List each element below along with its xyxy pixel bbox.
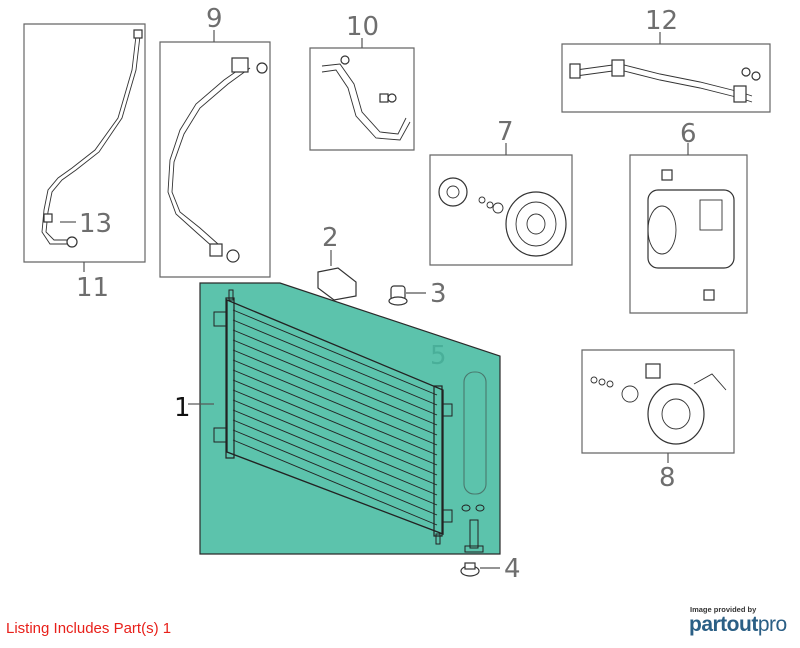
- pipe-box-part-12[interactable]: [561, 43, 771, 113]
- callout-4: 4: [504, 554, 521, 584]
- callout-6: 6: [680, 119, 697, 149]
- compressor-box-part-6[interactable]: [629, 154, 748, 314]
- callout-3: 3: [430, 279, 447, 309]
- clutch-box-part-7[interactable]: [429, 154, 573, 266]
- callout-9: 9: [206, 4, 223, 34]
- callout-2: 2: [322, 223, 339, 253]
- bolt-part-4-assembly[interactable]: [461, 504, 485, 553]
- plug-part-4[interactable]: [460, 562, 480, 577]
- callout-7: 7: [497, 117, 514, 147]
- bracket-part-2[interactable]: [317, 267, 357, 301]
- callout-5: 5: [430, 341, 447, 371]
- hose-box-part-10[interactable]: [309, 47, 415, 151]
- brand-logo-part2: pro: [757, 613, 787, 636]
- callout-12: 12: [645, 6, 678, 36]
- callout-10: 10: [346, 12, 379, 42]
- listing-note: Listing Includes Part(s) 1: [6, 620, 172, 637]
- callout-8: 8: [659, 463, 676, 493]
- brand-logo: partoutpro: [689, 613, 787, 637]
- callout-11: 11: [76, 273, 109, 303]
- condenser-part-1[interactable]: [213, 289, 453, 545]
- brand-logo-part1: partout: [689, 613, 758, 636]
- credit-caption: Image provided by: [690, 605, 757, 614]
- callout-13: 13: [79, 209, 112, 239]
- hose-box-part-9[interactable]: [159, 41, 271, 278]
- pipe-box-part-11[interactable]: [23, 23, 146, 263]
- clip-part-3[interactable]: [388, 285, 408, 306]
- clutch-box-part-8[interactable]: [581, 349, 735, 454]
- receiver-drier-part-5[interactable]: [463, 371, 487, 495]
- callout-1: 1: [174, 393, 191, 423]
